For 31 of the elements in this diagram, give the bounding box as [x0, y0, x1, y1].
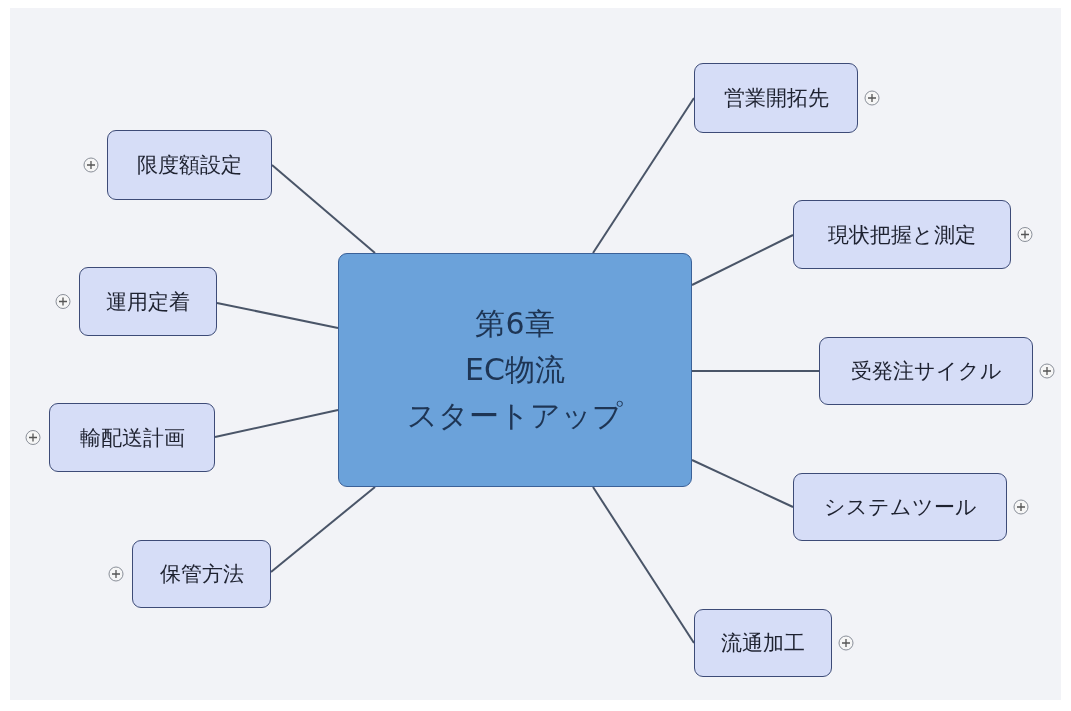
connector-line [214, 409, 339, 438]
subtopic-text: 輸配送計画 [79, 424, 185, 452]
subtopic-text: 営業開拓先 [723, 85, 829, 112]
topic-text: スタートアップ [407, 397, 623, 435]
connector-line [691, 459, 794, 508]
subtopic-box [694, 63, 858, 133]
topic-text: 第6章 [475, 305, 555, 343]
connector-line [271, 164, 376, 254]
topic-box [338, 253, 692, 487]
subtopic-text: 限度額設定 [137, 152, 242, 179]
subtopic-box [132, 540, 271, 608]
subtopic-box [49, 403, 215, 472]
subtopic-text: 受発注サイクル [850, 358, 1002, 385]
subtopic-text: 現状把握と測定 [828, 221, 976, 249]
connector-line [691, 234, 794, 286]
subtopic-box [819, 337, 1033, 405]
subtopic-text: 流通加工 [721, 630, 805, 657]
subtopic-box [793, 473, 1007, 541]
connector-line [592, 97, 695, 254]
connector-line [691, 370, 820, 372]
subtopic-box [694, 609, 832, 677]
topic-text: EC物流 [465, 351, 565, 389]
connector-line [592, 486, 695, 644]
subtopic-box [79, 267, 217, 336]
connector-line [270, 486, 376, 573]
subtopic-text: 運用定着 [106, 288, 190, 316]
subtopic-text: 保管方法 [159, 561, 244, 588]
subtopic-box [107, 130, 272, 200]
connector-line [216, 302, 339, 329]
subtopic-text: システムツール [823, 494, 977, 521]
subtopic-box [793, 200, 1011, 269]
